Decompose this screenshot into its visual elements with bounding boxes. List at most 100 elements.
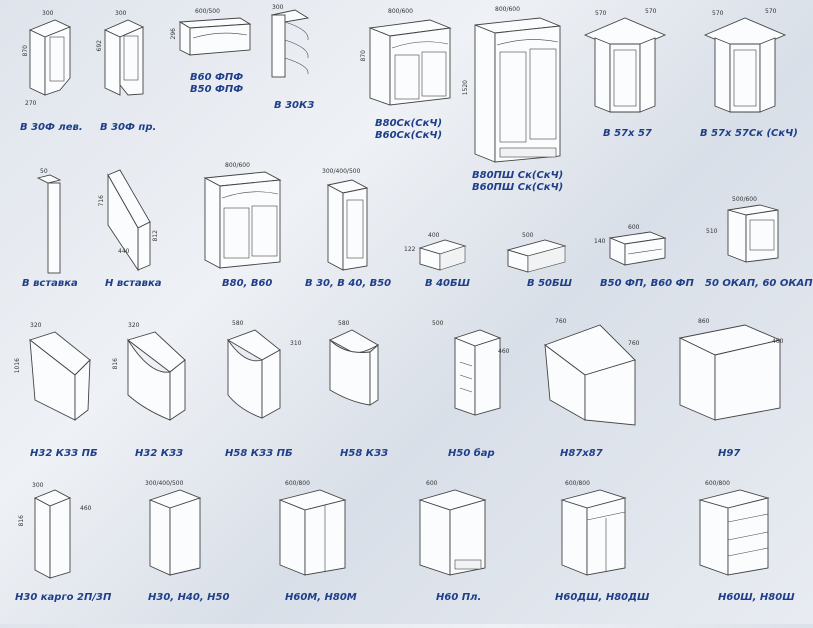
dim-v40bsh-width: 400 bbox=[428, 232, 440, 239]
dim-v80psh-height: 1520 bbox=[462, 80, 469, 96]
dim-v30fpr-width: 300 bbox=[115, 10, 127, 17]
dim-v57sk-a: 570 bbox=[712, 10, 724, 17]
label-n60m-n80m: Н60М, Н80М bbox=[285, 592, 357, 603]
label-n32kzz: Н32 КЗЗ bbox=[135, 448, 184, 459]
dim-n30n40-width: 300/400/500 bbox=[145, 480, 184, 487]
dim-n97-width: 860 bbox=[698, 318, 710, 325]
dim-n58pb-depth: 310 bbox=[290, 340, 302, 347]
dim-insert-n-height: 716 bbox=[98, 195, 105, 207]
dim-v40bsh-height: 122 bbox=[404, 246, 416, 253]
dim-n60dsh-width: 600/800 bbox=[565, 480, 590, 487]
cabinet-n32kzz-pb bbox=[29, 331, 91, 421]
dim-n87-depth: 760 bbox=[628, 340, 640, 347]
cabinet-v30kz bbox=[270, 9, 310, 78]
label-n97: Н97 bbox=[718, 448, 741, 459]
dim-n50bar-width: 500 bbox=[432, 320, 444, 327]
cabinet-v30f-right bbox=[103, 19, 145, 96]
dim-v30kz-width: 300 bbox=[272, 4, 284, 11]
dim-v50fp-height: 140 bbox=[594, 238, 606, 245]
cabinet-v40bsh bbox=[418, 239, 467, 271]
cabinet-v80 bbox=[203, 171, 282, 269]
dim-insert-n-812: 812 bbox=[152, 230, 159, 242]
cabinet-n60m-n80m bbox=[278, 489, 347, 576]
label-v60psh: В60ПШ Ск(СкЧ) bbox=[472, 182, 564, 193]
label-insert-v: В вставка bbox=[22, 278, 78, 289]
label-insert-n: Н вставка bbox=[105, 278, 162, 289]
dim-fpf-width: 600/500 bbox=[195, 8, 220, 15]
label-n87x87: Н87х87 bbox=[560, 448, 603, 459]
label-n58kzz-pb: Н58 КЗЗ ПБ bbox=[225, 448, 293, 459]
dim-n60m-width: 600/800 bbox=[285, 480, 310, 487]
label-v50bsh: В 50БШ bbox=[527, 278, 572, 289]
label-n60sh-n80sh: Н60Ш, Н80Ш bbox=[718, 592, 795, 603]
dim-v80psh-width: 800/600 bbox=[495, 6, 520, 13]
cabinet-v57x57 bbox=[583, 17, 667, 113]
label-n60-pl: Н60 Пл. bbox=[436, 592, 482, 603]
dim-insert-n-440: 440 bbox=[118, 248, 130, 255]
dim-n60pl-width: 600 bbox=[426, 480, 438, 487]
label-v80psh: В80ПШ Ск(СкЧ) bbox=[472, 170, 564, 181]
dim-n97-depth: 460 bbox=[772, 338, 784, 345]
cabinet-n97 bbox=[678, 324, 782, 421]
label-n30-n40-n50: Н30, Н40, Н50 bbox=[148, 592, 230, 603]
label-v80sk: В80Ск(СкЧ) bbox=[375, 118, 443, 129]
cabinet-n60dsh-n80dsh bbox=[560, 489, 627, 576]
dim-n32-height: 816 bbox=[112, 358, 119, 370]
dim-n58pb-width: 580 bbox=[232, 320, 244, 327]
cabinet-n60sh-n80sh bbox=[698, 489, 770, 576]
dim-n58-width: 580 bbox=[338, 320, 350, 327]
label-n30-cargo: Н30 карго 2П/3П bbox=[15, 592, 112, 603]
label-v60-fpf: В60 ФПФ bbox=[190, 72, 244, 83]
dim-v57sk-b: 570 bbox=[765, 8, 777, 15]
cabinet-n30-cargo bbox=[33, 489, 72, 579]
dim-v50fp-width: 600 bbox=[628, 224, 640, 231]
cabinet-drawings bbox=[28, 9, 787, 579]
dim-fpf-height: 296 bbox=[170, 28, 177, 40]
dim-v30f-width: 300 bbox=[42, 10, 54, 17]
dim-v57-b: 570 bbox=[645, 8, 657, 15]
insert-v bbox=[36, 174, 62, 274]
label-v30-v40-v50: В 30, В 40, В50 bbox=[305, 278, 392, 289]
dim-n30cargo-width: 300 bbox=[32, 482, 44, 489]
dim-n32pb-height: 1016 bbox=[14, 358, 21, 374]
dim-v80-width: 800/600 bbox=[225, 162, 250, 169]
label-okap: 50 ОКАП, 60 ОКАП bbox=[705, 278, 813, 289]
cabinet-n60-pl bbox=[418, 489, 487, 576]
dim-n60sh-width: 600/800 bbox=[705, 480, 730, 487]
cabinet-catalog-sheet: В 30Ф лев. В 30Ф пр. В60 ФПФ В50 ФПФ В 3… bbox=[14, 4, 813, 603]
dim-v50bsh-width: 500 bbox=[522, 232, 534, 239]
cabinet-v50bsh bbox=[506, 239, 567, 273]
label-v50-fpf: В50 ФПФ bbox=[190, 84, 244, 95]
cabinet-v30-v40-v50 bbox=[326, 179, 369, 271]
cabinet-n50-bar bbox=[453, 329, 502, 416]
dim-v30v40-width: 300/400/500 bbox=[322, 168, 361, 175]
label-v30f-right: В 30Ф пр. bbox=[100, 122, 157, 133]
cabinet-v30f-left bbox=[28, 19, 72, 96]
cabinet-n32kzz bbox=[127, 331, 186, 421]
label-v40bsh: В 40БШ bbox=[425, 278, 470, 289]
dim-n87-width: 760 bbox=[555, 318, 567, 325]
cabinet-v50fp bbox=[608, 231, 667, 266]
label-v60sk: В60Ск(СкЧ) bbox=[375, 130, 443, 141]
dim-n50bar-depth: 460 bbox=[498, 348, 510, 355]
cabinet-n58kzz bbox=[328, 329, 379, 406]
dim-n32pb-width: 320 bbox=[30, 322, 42, 329]
dim-n32-width: 320 bbox=[128, 322, 140, 329]
cabinet-v57x57sk bbox=[703, 17, 787, 113]
cabinet-n30-n40-n50 bbox=[148, 489, 202, 576]
dim-okap-width: 500/600 bbox=[732, 196, 757, 203]
dim-okap-height: 510 bbox=[706, 228, 718, 235]
label-n32kzz-pb: Н32 КЗЗ ПБ bbox=[30, 448, 98, 459]
dim-v30f-height: 870 bbox=[22, 45, 29, 57]
cabinet-v60-fpf bbox=[178, 17, 252, 56]
label-v30f-left: В 30Ф лев. bbox=[20, 122, 83, 133]
label-v57x57sk: В 57х 57Ск (СкЧ) bbox=[700, 128, 798, 139]
label-v80-v60: В80, В60 bbox=[222, 278, 273, 289]
insert-n bbox=[107, 169, 151, 272]
dim-insert-v-width: 50 bbox=[40, 168, 48, 175]
dim-n30cargo-depth: 460 bbox=[80, 505, 92, 512]
label-n58kzz: Н58 КЗЗ bbox=[340, 448, 389, 459]
dim-n30cargo-height: 816 bbox=[18, 515, 25, 527]
dim-v30fpr-height: 692 bbox=[96, 40, 103, 52]
label-n60dsh-n80dsh: Н60ДШ, Н80ДШ bbox=[555, 592, 650, 603]
